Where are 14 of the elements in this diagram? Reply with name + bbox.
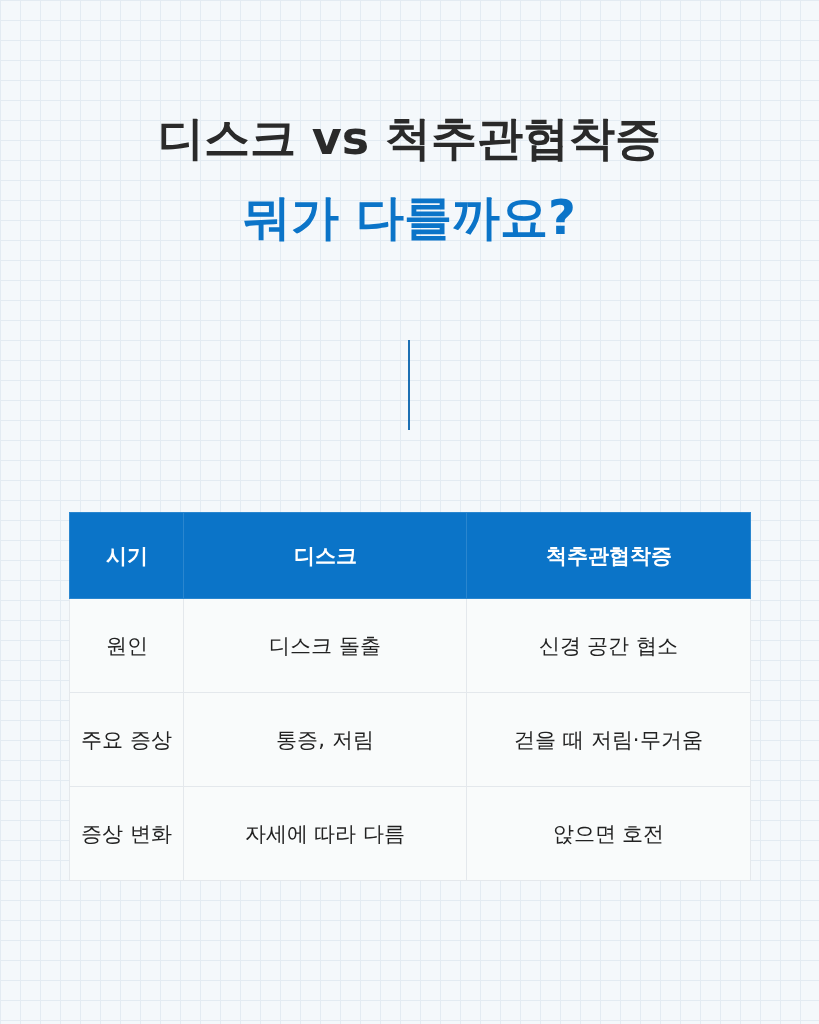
table-cell: 자세에 따라 다름 bbox=[183, 786, 467, 881]
table-cell: 디스크 돌출 bbox=[183, 598, 467, 693]
table-cell: 원인 bbox=[69, 598, 184, 693]
table-cell: 통증, 저림 bbox=[183, 692, 467, 787]
header-cell: 디스크 bbox=[183, 512, 467, 599]
header-cell: 척추관협착증 bbox=[466, 512, 751, 599]
title: 디스크 vs 척추관협착증 bbox=[156, 110, 663, 167]
table-cell: 신경 공간 협소 bbox=[466, 598, 751, 693]
table-cell: 앉으면 호전 bbox=[466, 786, 751, 881]
table-cell: 걷을 때 저림·무거움 bbox=[466, 692, 751, 787]
table-cell: 주요 증상 bbox=[69, 692, 184, 787]
table-cell: 증상 변화 bbox=[69, 786, 184, 881]
header-cell: 시기 bbox=[69, 512, 184, 599]
subtitle: 뭐가 다를까요? bbox=[242, 188, 577, 247]
